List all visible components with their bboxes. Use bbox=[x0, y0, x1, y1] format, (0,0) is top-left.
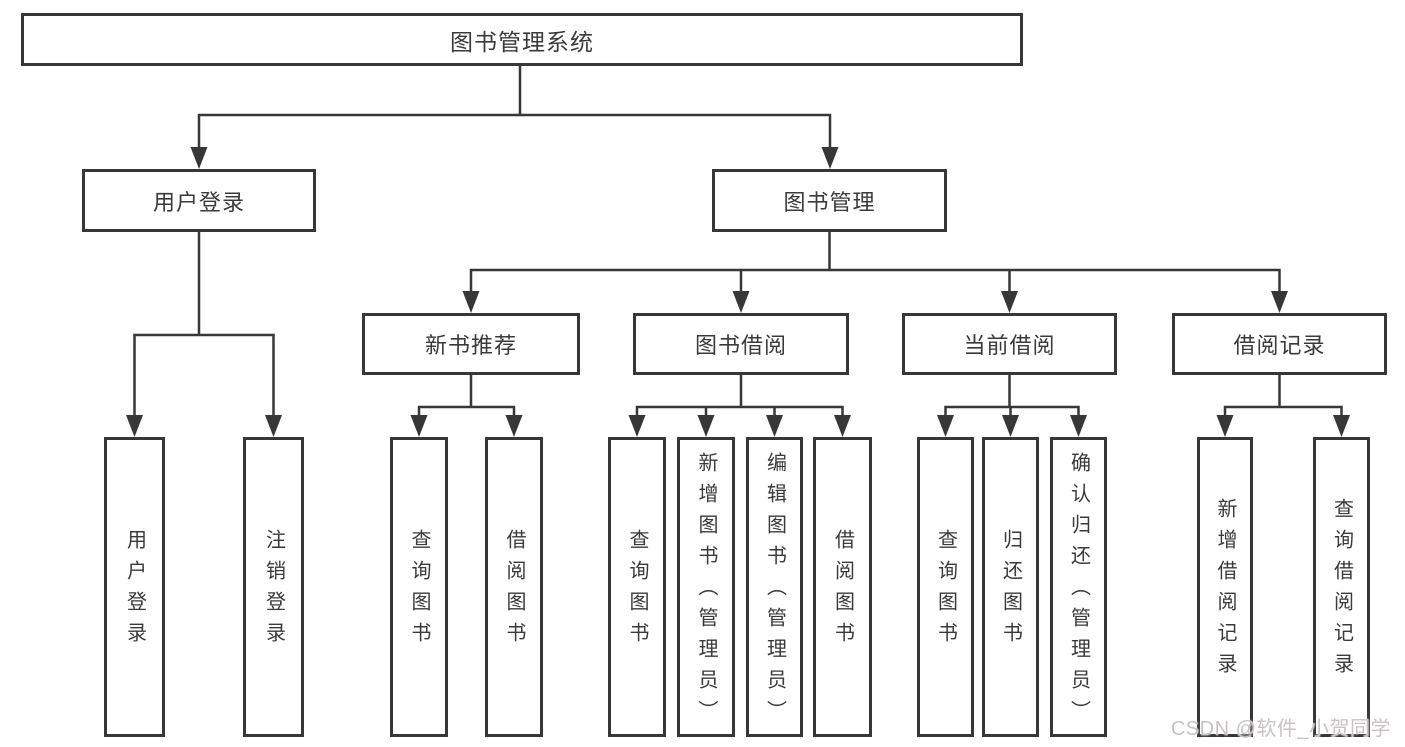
arrow-down-icon bbox=[1271, 291, 1288, 313]
arrow-down-icon bbox=[1070, 415, 1087, 437]
arrowheads bbox=[126, 147, 1350, 437]
connector-book-borrow bbox=[635, 374, 844, 415]
leaf-current-query-books: 查询图书 bbox=[917, 437, 974, 737]
node-new-book-recommend: 新书推荐 bbox=[362, 313, 580, 375]
arrow-down-icon bbox=[821, 147, 839, 169]
arrow-down-icon bbox=[697, 415, 715, 437]
leaf-user-login: 用户登录 bbox=[104, 437, 165, 737]
arrow-down-icon bbox=[1333, 415, 1350, 437]
leaf-query-borrow-record: 查询借阅记录 bbox=[1313, 437, 1370, 737]
arrow-down-icon bbox=[505, 415, 523, 437]
arrow-down-icon bbox=[937, 415, 954, 437]
arrow-down-icon bbox=[265, 415, 282, 437]
arrow-down-icon bbox=[462, 291, 480, 313]
arrow-down-icon bbox=[1002, 415, 1019, 437]
leaf-edit-books-admin: 编辑图书（管理员） bbox=[746, 437, 803, 737]
arrow-down-icon bbox=[628, 415, 646, 437]
leaf-borrow-query-books: 查询图书 bbox=[608, 437, 666, 737]
leaf-add-borrow-record: 新增借阅记录 bbox=[1197, 437, 1253, 737]
connector-user-login bbox=[133, 231, 275, 415]
connector-root bbox=[197, 66, 832, 147]
arrow-down-icon bbox=[1001, 291, 1018, 313]
leaf-recommend-query-books: 查询图书 bbox=[390, 437, 448, 737]
node-book-borrow: 图书借阅 bbox=[633, 313, 849, 375]
leaf-confirm-return-admin: 确认归还（管理员） bbox=[1050, 437, 1107, 737]
leaf-borrow-books: 借阅图书 bbox=[813, 437, 872, 737]
arrow-down-icon bbox=[766, 415, 783, 437]
node-current-borrow: 当前借阅 bbox=[902, 313, 1117, 375]
arrow-down-icon bbox=[1216, 415, 1234, 437]
arrow-down-icon bbox=[190, 147, 208, 169]
arrow-down-icon bbox=[732, 291, 750, 313]
arrow-down-icon bbox=[410, 415, 428, 437]
node-user-login: 用户登录 bbox=[82, 169, 316, 232]
connector-new-book-recommend bbox=[417, 374, 516, 415]
connector-borrow-records bbox=[1223, 374, 1343, 415]
csdn-watermark: CSDN @软件_小贺同学 bbox=[1170, 718, 1391, 740]
leaf-return-books: 归还图书 bbox=[982, 437, 1039, 737]
node-root-library-system: 图书管理系统 bbox=[21, 13, 1023, 66]
node-book-management: 图书管理 bbox=[712, 169, 947, 232]
arrow-down-icon bbox=[834, 415, 851, 437]
arrow-down-icon bbox=[126, 415, 143, 437]
leaf-add-books-admin: 新增图书（管理员） bbox=[677, 437, 735, 737]
connector-current-borrow bbox=[944, 374, 1080, 415]
node-borrow-records: 借阅记录 bbox=[1172, 313, 1387, 375]
leaf-recommend-borrow-books: 借阅图书 bbox=[485, 437, 543, 737]
leaf-logout: 注销登录 bbox=[243, 437, 304, 737]
connector-book-management bbox=[469, 231, 1281, 292]
